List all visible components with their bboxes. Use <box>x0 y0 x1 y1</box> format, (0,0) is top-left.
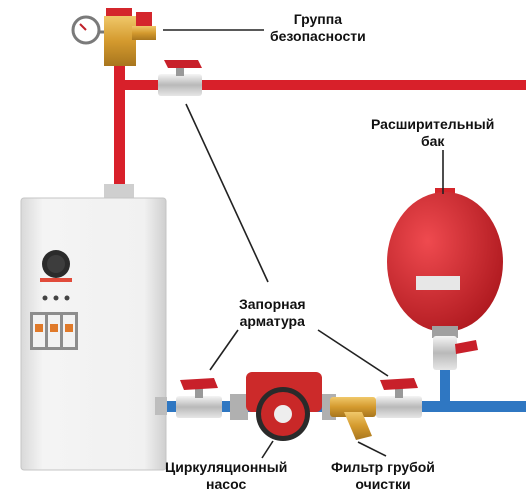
return-right-ball-valve <box>376 378 422 418</box>
expansion-tank <box>387 188 503 370</box>
leader-lines <box>163 29 444 459</box>
label-coarse-filter: Фильтр грубой очистки <box>331 459 435 492</box>
label-safety-group: Группа безопасности <box>270 11 366 44</box>
circulation-pump <box>230 372 336 441</box>
safety-group-assembly <box>71 8 156 66</box>
electric-boiler <box>20 184 167 471</box>
coarse-filter <box>330 397 376 440</box>
label-shutoff-valves: Запорная арматура <box>239 296 306 329</box>
return-left-ball-valve <box>176 378 222 418</box>
label-expansion-tank: Расширительный бак <box>371 116 495 149</box>
label-circulation-pump: Циркуляционный насос <box>165 459 288 492</box>
supply-pipe <box>114 63 526 188</box>
top-ball-valve <box>158 60 202 96</box>
